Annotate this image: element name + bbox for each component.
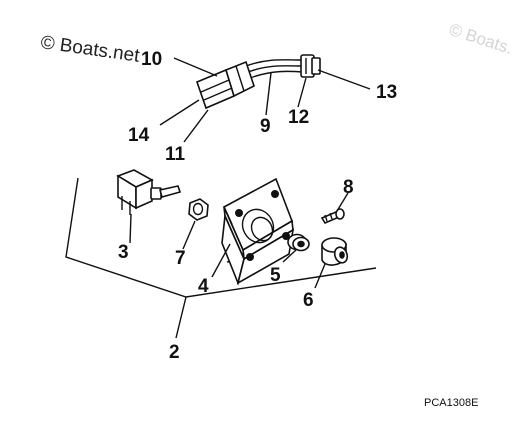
callout-6: 6 xyxy=(303,290,314,311)
callout-11: 11 xyxy=(165,144,186,165)
leader-lines xyxy=(129,57,371,289)
callout-8: 8 xyxy=(343,177,354,198)
callout-5: 5 xyxy=(270,265,281,286)
callout-9: 9 xyxy=(260,116,271,137)
watermark-text: © Boats.net xyxy=(39,32,141,67)
harness-connector-left xyxy=(195,60,255,110)
watermark-text-faint: © Boats. xyxy=(447,20,515,58)
callout-12: 12 xyxy=(288,107,309,128)
knob xyxy=(321,237,349,266)
assembly-bracket xyxy=(65,177,377,339)
callout-4: 4 xyxy=(198,276,209,297)
callout-10: 10 xyxy=(141,49,162,70)
callout-7: 7 xyxy=(175,248,186,269)
wiring-harness xyxy=(195,54,321,110)
harness-connector-right xyxy=(300,54,321,78)
callout-2: 2 xyxy=(169,342,180,363)
mounting-plate xyxy=(221,177,295,286)
screw xyxy=(320,208,345,225)
toggle-switch xyxy=(116,169,182,215)
callout-13: 13 xyxy=(376,82,397,103)
hex-nut xyxy=(188,198,209,221)
drawing-code: PCA1308E xyxy=(424,397,478,409)
callout-14: 14 xyxy=(128,125,150,146)
bushing xyxy=(287,233,310,252)
callout-3: 3 xyxy=(118,242,129,263)
